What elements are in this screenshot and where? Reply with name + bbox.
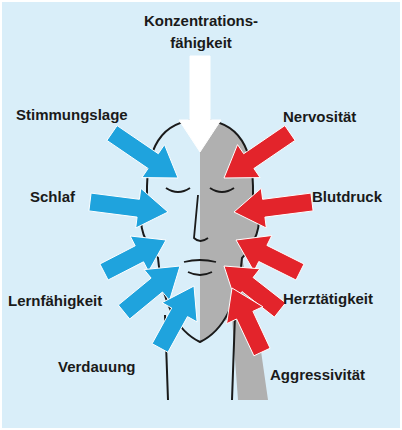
factor-label: Lernfähigkeit <box>8 290 102 312</box>
arrow <box>107 126 178 178</box>
mouth <box>184 260 216 275</box>
factor-label: Nervosität <box>283 106 356 128</box>
factor-label: Stimmungslage <box>16 104 128 126</box>
arrow <box>152 286 197 352</box>
factor-label: Aggressivität <box>270 364 365 386</box>
factor-label: Herztätigkeit <box>283 288 373 310</box>
arrow <box>234 188 313 228</box>
arrow <box>227 288 271 356</box>
factor-label: Konzentrations- fähigkeit <box>140 10 262 54</box>
factor-label: Verdauung <box>58 356 136 378</box>
nose <box>194 195 208 241</box>
closed-eyes <box>166 188 234 192</box>
arrow-group <box>89 56 313 356</box>
factor-label: Schlaf <box>30 186 75 208</box>
arrow <box>89 188 168 228</box>
arrow <box>179 56 221 152</box>
arrow <box>224 126 295 178</box>
factor-label: Blutdruck <box>312 186 382 208</box>
